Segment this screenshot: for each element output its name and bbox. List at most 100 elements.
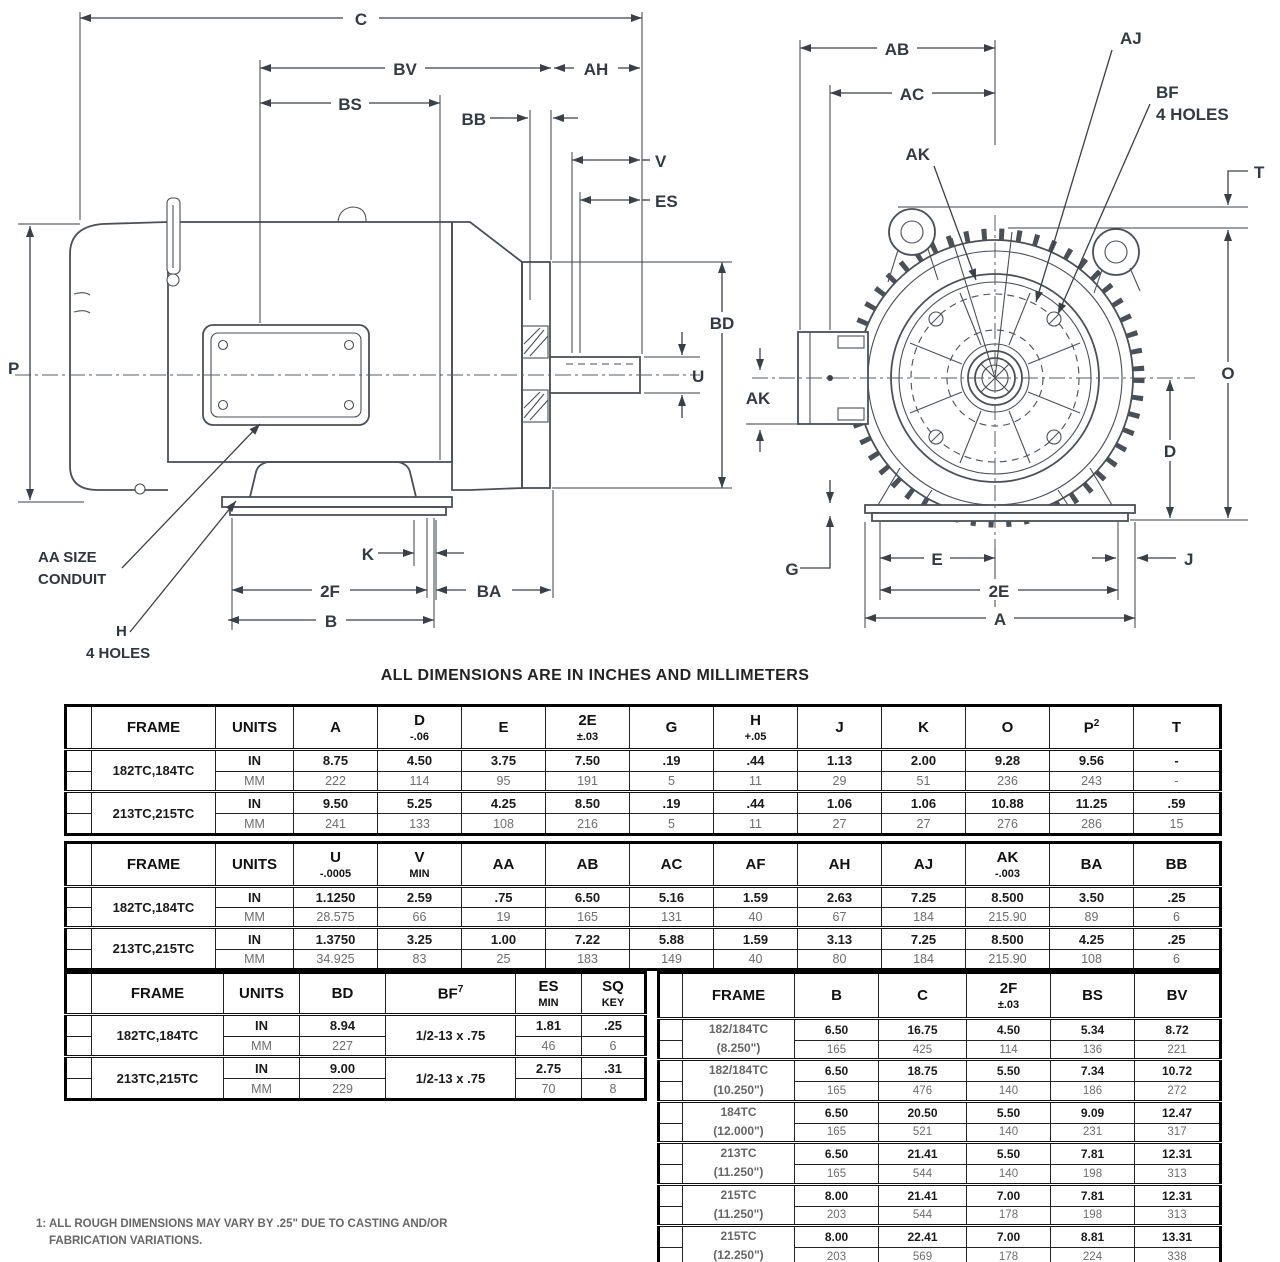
- dim-label-aj: AJ: [1120, 29, 1142, 48]
- value-cell: 28.575: [293, 907, 378, 929]
- value-cell: 224: [1050, 1246, 1135, 1262]
- value-cell: 51: [881, 770, 966, 793]
- header-superscript: 2: [1093, 717, 1100, 729]
- header-label: UNITS: [232, 718, 277, 736]
- header-label: 2E: [578, 712, 597, 729]
- units-label: MM: [215, 770, 294, 793]
- header-tolerance: ±.03: [576, 731, 599, 743]
- edge-cell: [658, 1099, 683, 1124]
- column-header: AK-.003: [965, 842, 1050, 888]
- column-header: BD: [299, 972, 386, 1016]
- frame-label: 182/184TC(10.250"): [682, 1058, 795, 1102]
- value-cell: 165: [794, 1164, 879, 1185]
- column-header: C: [878, 972, 967, 1020]
- column-header: U-.0005: [293, 842, 378, 888]
- dim-label-b: B: [325, 612, 337, 631]
- header-label: BD: [331, 984, 354, 1002]
- value-cell: 5.34: [1050, 1016, 1135, 1042]
- frame-label: 182/184TC(8.250"): [682, 1016, 795, 1061]
- column-header: FRAME: [91, 842, 216, 888]
- column-header: G: [629, 705, 714, 751]
- base-pad: [229, 506, 447, 516]
- column-header: H+.05: [713, 705, 798, 751]
- value-cell: 8.50: [545, 790, 630, 815]
- header-label: AB: [576, 855, 599, 873]
- header-label: T: [1171, 718, 1182, 736]
- column-header: J: [797, 705, 882, 751]
- units-label: IN: [215, 884, 294, 909]
- edge-cell: [65, 770, 92, 793]
- dim-label-j: J: [1184, 550, 1193, 569]
- value-cell: 5.88: [629, 926, 714, 950]
- edge-cell: [65, 813, 92, 835]
- value-cell: 165: [794, 1040, 879, 1061]
- value-cell: 203: [794, 1205, 879, 1226]
- dim-label-bf: BF: [1156, 83, 1179, 102]
- value-cell: 15: [1133, 813, 1221, 835]
- value-cell: .25: [1133, 926, 1221, 950]
- frame-label-line: (8.250"): [716, 1041, 761, 1056]
- header-label: BB: [1165, 855, 1188, 873]
- value-cell: 165: [794, 1081, 879, 1102]
- header-tolerance: -.003: [994, 868, 1021, 880]
- dim-label-e: E: [931, 550, 942, 569]
- value-cell: .19: [629, 790, 714, 815]
- header-label: B: [831, 986, 842, 1004]
- value-cell: 9.09: [1050, 1099, 1135, 1124]
- value-cell: 21.41: [878, 1182, 967, 1207]
- frame-label-line: (12.250"): [713, 1248, 764, 1262]
- column-header: B: [794, 972, 879, 1020]
- value-cell: 243: [1049, 770, 1134, 793]
- header-superscript: 7: [457, 983, 464, 995]
- value-cell: 21.41: [878, 1141, 967, 1166]
- value-cell: 1.13: [797, 748, 882, 772]
- value-cell: 1.06: [881, 790, 966, 815]
- value-cell: 184: [881, 948, 966, 971]
- header-tolerance: -.0005: [319, 868, 352, 880]
- value-cell: 114: [377, 770, 462, 793]
- header-label: FRAME: [126, 855, 181, 873]
- frame-label: 215TC(12.250"): [682, 1223, 795, 1262]
- value-cell: .31: [581, 1055, 646, 1080]
- value-cell: 7.34: [1050, 1058, 1135, 1083]
- value-cell: 4.50: [377, 748, 462, 772]
- column-header: D-.06: [377, 705, 462, 751]
- value-cell: 4.25: [461, 790, 546, 815]
- value-cell: 8.81: [1050, 1223, 1135, 1248]
- callout-aa-conduit-2: CONDUIT: [38, 571, 106, 588]
- value-cell: 19: [461, 907, 546, 929]
- value-cell: 1/2-13 x .75: [385, 1055, 516, 1100]
- dim-label-k: K: [362, 545, 375, 564]
- value-cell: 7.00: [966, 1182, 1051, 1207]
- value-cell: 1.59: [713, 926, 798, 950]
- dim-label-t: T: [1254, 163, 1265, 182]
- value-cell: 20.50: [878, 1099, 967, 1124]
- header-label: K: [918, 718, 929, 736]
- value-cell: 12.31: [1134, 1182, 1221, 1207]
- value-cell: 6.50: [794, 1141, 879, 1166]
- lifting-eye-left: [887, 208, 939, 283]
- value-cell: 227: [299, 1035, 386, 1058]
- header-label: FRAME: [130, 984, 185, 1002]
- value-cell: .59: [1133, 790, 1221, 815]
- value-cell: 34.925: [293, 948, 378, 971]
- value-cell: 338: [1134, 1246, 1221, 1262]
- header-label: D: [414, 712, 425, 729]
- value-cell: .75: [461, 884, 546, 909]
- edge-cell: [65, 1035, 92, 1058]
- frame-label-line: 182/184TC: [708, 1063, 769, 1078]
- value-cell: 216: [545, 813, 630, 835]
- value-cell: 5.25: [377, 790, 462, 815]
- value-cell: 10.88: [965, 790, 1050, 815]
- value-cell: 286: [1049, 813, 1134, 835]
- value-cell: 165: [794, 1122, 879, 1144]
- dim-label-2e: 2E: [989, 582, 1010, 601]
- edge-cell: [65, 884, 92, 909]
- value-cell: 183: [545, 948, 630, 971]
- value-cell: 140: [966, 1122, 1051, 1144]
